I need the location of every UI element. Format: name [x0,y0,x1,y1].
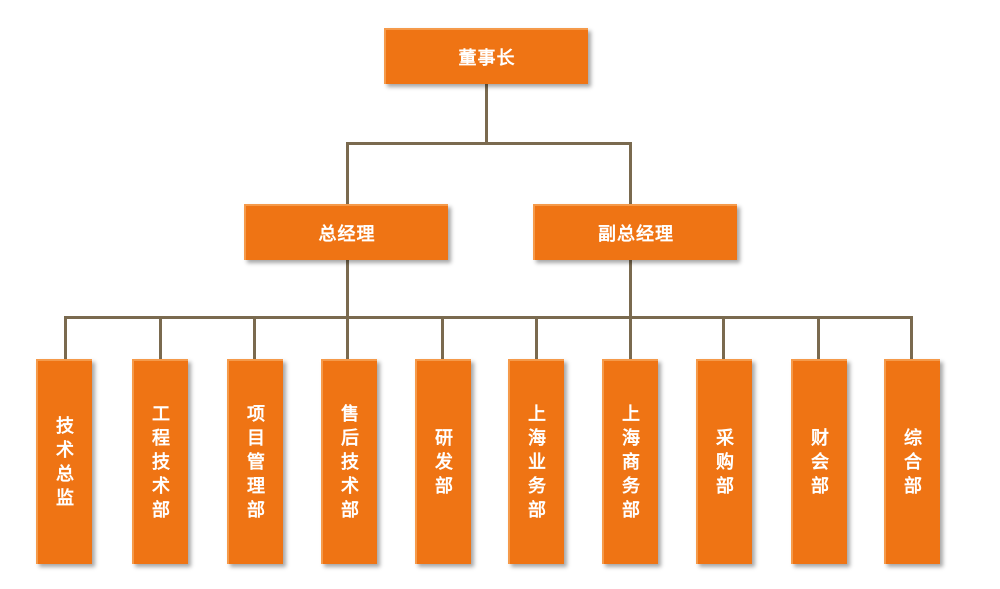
department-box-after-sales-technology[interactable]: 售后技术部 [321,359,377,564]
chairman-label: 董事长 [458,48,516,69]
connector-dept-8 [722,316,725,361]
connector-dept-9 [817,316,820,361]
department-label: 项目管理部 [247,403,265,521]
connector-dept-6 [535,316,538,361]
connector-dept-5 [441,316,444,361]
department-label: 采购部 [716,427,734,497]
department-label: 财会部 [811,427,829,497]
general-manager-box[interactable]: 总经理 [244,204,448,260]
connector-upper-horizontal [346,142,632,145]
chairman-box[interactable]: 董事长 [384,28,588,84]
department-box-finance-accounting[interactable]: 财会部 [791,359,847,564]
connector-dept-1 [64,316,67,361]
department-label: 上海业务部 [528,403,546,521]
department-label: 研发部 [435,427,453,497]
department-box-procurement[interactable]: 采购部 [696,359,752,564]
connector-general-manager-down [346,258,349,361]
department-label: 综合部 [904,427,922,497]
general-manager-label: 总经理 [318,224,376,245]
connector-dept-3 [253,316,256,361]
connector-to-general-manager [346,142,349,206]
department-label: 售后技术部 [341,403,359,521]
department-box-technical-director[interactable]: 技术总监 [36,359,92,564]
department-box-general-affairs[interactable]: 综合部 [884,359,940,564]
connector-lower-horizontal [64,316,913,319]
department-box-project-management[interactable]: 项目管理部 [227,359,283,564]
department-box-shanghai-commerce[interactable]: 上海商务部 [602,359,658,564]
department-box-research-development[interactable]: 研发部 [415,359,471,564]
department-label: 上海商务部 [622,403,640,521]
connector-to-deputy-general-manager [629,142,632,206]
connector-dept-2 [159,316,162,361]
connector-dept-10 [910,316,913,361]
department-label: 工程技术部 [152,403,170,521]
department-box-engineering-technology[interactable]: 工程技术部 [132,359,188,564]
deputy-general-manager-box[interactable]: 副总经理 [533,204,737,260]
department-box-shanghai-business[interactable]: 上海业务部 [508,359,564,564]
connector-chairman-down [485,83,488,143]
deputy-general-manager-label: 副总经理 [598,224,674,245]
department-label: 技术总监 [56,415,74,509]
connector-deputy-down [629,258,632,361]
